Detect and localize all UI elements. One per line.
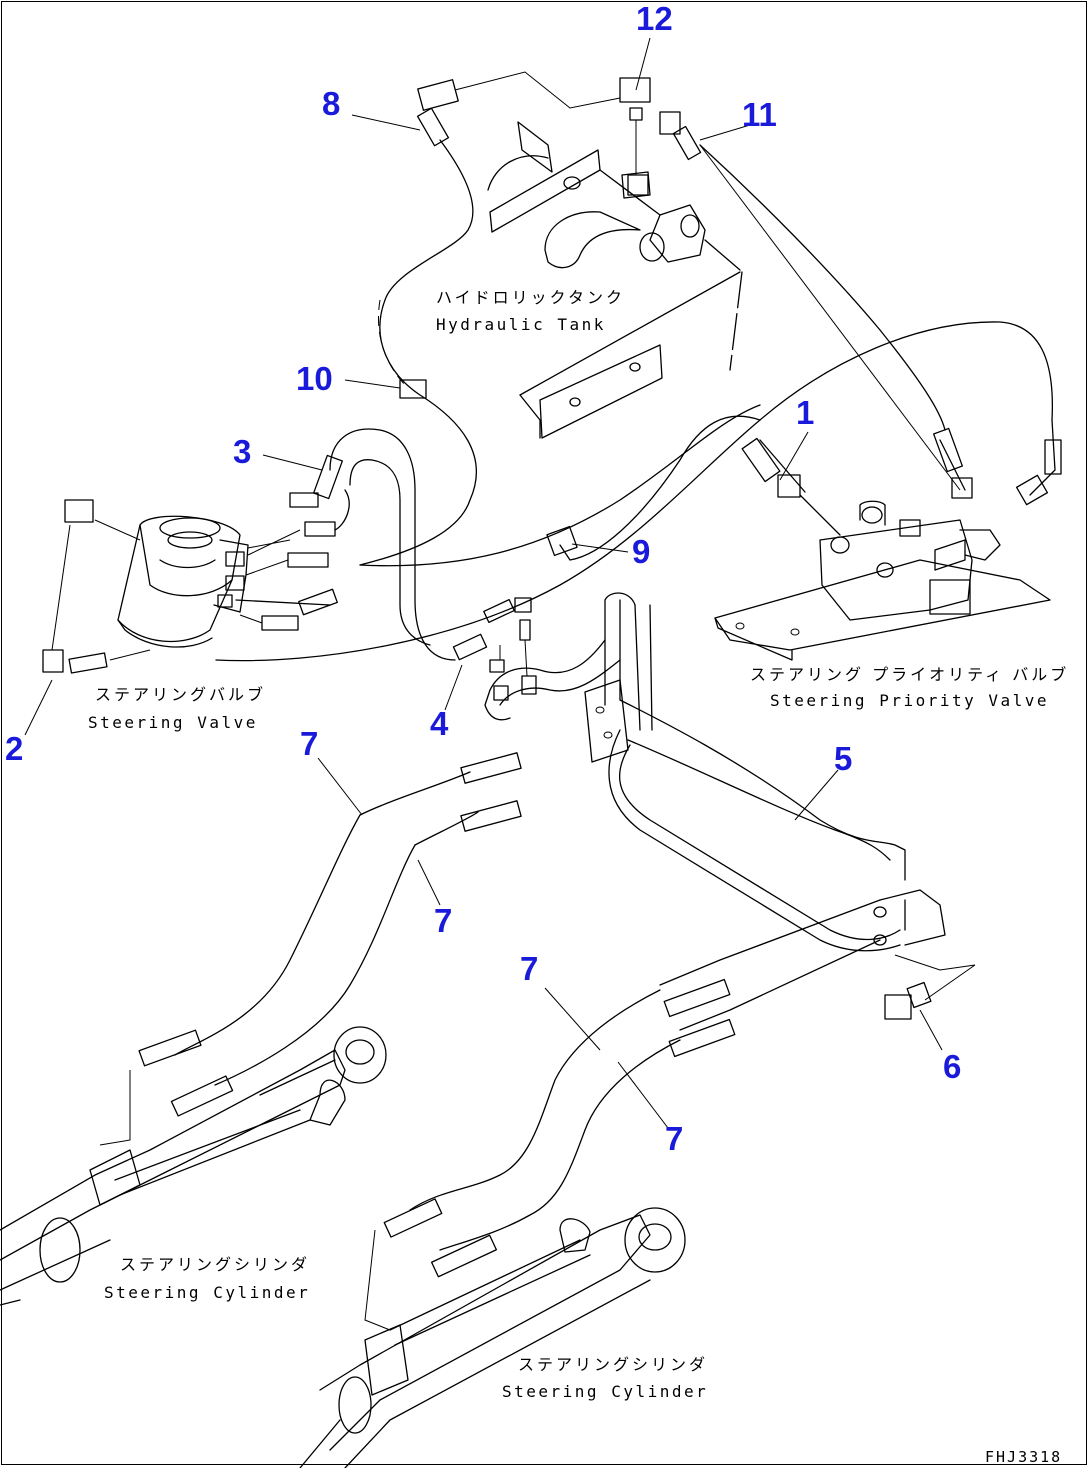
callout-7-lower-left: 7 [434, 902, 452, 939]
leader-lines [24, 37, 943, 1129]
caption-steering-valve-en: Steering Valve [88, 713, 258, 732]
callout-7-lower-right: 7 [665, 1120, 683, 1157]
callout-4: 4 [430, 705, 449, 742]
steering-valve [117, 515, 249, 648]
callout-1: 1 [796, 394, 814, 431]
caption-steering-valve-jp: ステアリングバルブ [95, 685, 266, 704]
caption-hydraulic-tank-en: Hydraulic Tank [436, 315, 606, 334]
callout-12: 12 [636, 0, 673, 37]
caption-steering-cylinder-left-jp: ステアリングシリンダ [120, 1255, 310, 1274]
steering-pipe-assembly [484, 592, 976, 1001]
fittings-cluster [452, 597, 537, 701]
steering-priority-valve [714, 500, 1051, 661]
caption-hydraulic-tank-jp: ハイドロリックタンク [436, 288, 625, 307]
drawing-code: FHJ3318 [985, 1448, 1062, 1466]
callout-7-upper-left: 7 [300, 725, 318, 762]
component-captions: ハイドロリックタンク Hydraulic Tank ステアリングバルブ Stee… [88, 288, 1069, 1466]
callout-11: 11 [742, 96, 777, 133]
caption-steering-cylinder-right-jp: ステアリングシリンダ [518, 1355, 708, 1374]
callout-numbers: 12 11 8 10 3 1 9 2 4 5 6 7 7 7 7 [5, 0, 961, 1157]
callout-6: 6 [943, 1048, 961, 1085]
steering-cylinder-left [0, 752, 522, 1306]
callout-10: 10 [296, 360, 333, 397]
callout-7-upper-right: 7 [520, 950, 538, 987]
caption-steering-cylinder-right-en: Steering Cylinder [502, 1382, 708, 1401]
caption-priority-valve-en: Steering Priority Valve [770, 691, 1049, 710]
callout-9: 9 [632, 533, 650, 570]
valve-fittings [42, 77, 1062, 1020]
caption-priority-valve-jp: ステアリング プライオリティ バルブ [750, 665, 1069, 684]
callout-2: 2 [5, 730, 23, 767]
steering-cylinder-right [299, 899, 881, 1468]
caption-steering-cylinder-left-en: Steering Cylinder [104, 1283, 310, 1302]
callout-5: 5 [834, 740, 852, 777]
hydraulic-tank [487, 121, 743, 439]
callout-3: 3 [233, 433, 251, 470]
hoses-and-pipes [51, 71, 1056, 662]
callout-8: 8 [322, 85, 340, 122]
